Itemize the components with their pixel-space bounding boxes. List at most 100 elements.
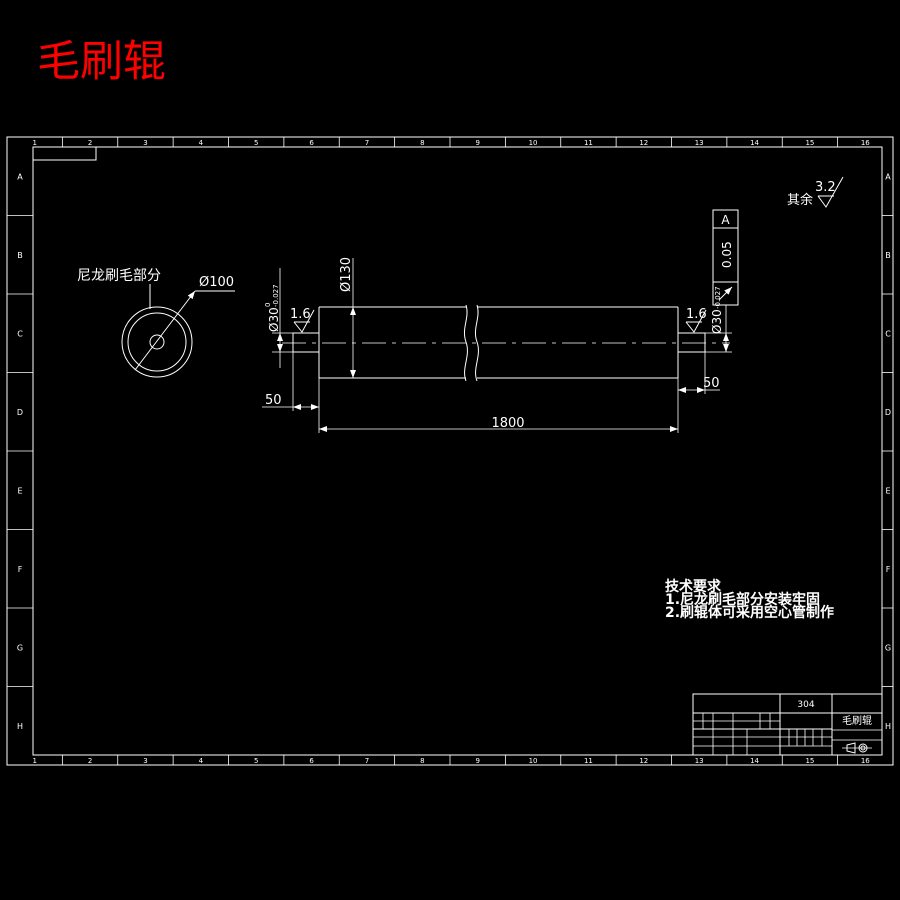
inner-border xyxy=(32,146,883,756)
drawing-frame: 1122334455667788991010111112121313141415… xyxy=(6,136,894,766)
zone-row-label-right: F xyxy=(886,565,891,574)
zone-row-label-right: H xyxy=(885,722,891,731)
zone-column-label-top: 9 xyxy=(475,139,479,147)
break-line-right xyxy=(474,304,479,382)
title-block-border xyxy=(692,693,883,756)
title-block: 304 毛刷辊 xyxy=(692,693,883,756)
zone-column-label-top: 2 xyxy=(88,139,92,147)
zone-row-label-left: B xyxy=(17,251,23,260)
zone-column-label-bottom: 8 xyxy=(420,757,424,765)
zone-column-label-bottom: 13 xyxy=(695,757,704,765)
zone-column-label-bottom: 2 xyxy=(88,757,92,765)
end-diameter-label: Ø100 xyxy=(199,275,234,290)
brush-outer-circle xyxy=(121,306,193,378)
right-shaft xyxy=(677,332,706,353)
dimensions: 1800 50 50 Ø130 Ø30 0 -0.027 Ø30 xyxy=(262,209,739,433)
runout-tolerance-value: 0.05 xyxy=(720,241,734,268)
left-shaft xyxy=(292,332,320,353)
zone-column-label-top: 3 xyxy=(143,139,147,147)
left-shaft-diameter-label: Ø30 0 -0.027 xyxy=(264,284,281,332)
right-shaft-diameter-label: Ø30 -0.027 xyxy=(710,286,724,334)
zone-row-label-left: G xyxy=(17,643,23,652)
projection-inner-circle xyxy=(860,745,866,751)
zone-column-label-bottom: 3 xyxy=(143,757,147,765)
zone-row-label-right: C xyxy=(885,329,891,338)
part-name-text: 毛刷辊 xyxy=(842,714,872,727)
corner-box xyxy=(32,146,97,161)
left-shaft-upper-tolerance: 0 xyxy=(264,303,272,307)
runout-arrow xyxy=(718,286,733,301)
brush-inner-circle xyxy=(127,312,187,372)
zone-column-label-bottom: 4 xyxy=(199,757,204,765)
length-dim-text: 1800 xyxy=(491,416,524,431)
roughness-check xyxy=(685,309,707,333)
left-shaft-length-text: 50 xyxy=(265,393,282,408)
zone-column-label-top: 1 xyxy=(32,139,36,147)
left-shaft-lower-tolerance: -0.027 xyxy=(272,284,280,307)
zone-column-label-bottom: 15 xyxy=(805,757,814,765)
zone-column-label-top: 8 xyxy=(420,139,424,147)
surface-roughness-icon xyxy=(293,309,315,333)
runout-tolerance-frame: A 0.05 xyxy=(712,209,739,306)
first-angle-projection-icon xyxy=(842,742,872,754)
zone-row-label-left: H xyxy=(17,722,23,731)
zone-row-label-right: A xyxy=(885,172,891,181)
left-shaft-diameter-text: Ø30 xyxy=(267,307,281,332)
material-text: 304 xyxy=(797,700,814,710)
technical-requirements: 技术要求 1.尼龙刷毛部分安装牢固 2.刷辊体可采用空心管制作 xyxy=(665,578,834,621)
zone-column-label-top: 12 xyxy=(639,139,648,147)
right-shaft-diameter-text: Ø30 xyxy=(710,309,724,334)
zone-ruler: 1122334455667788991010111112121313141415… xyxy=(7,137,893,765)
notes-heading: 技术要求 xyxy=(665,578,722,595)
zone-column-label-bottom: 7 xyxy=(365,757,369,765)
zone-column-label-bottom: 14 xyxy=(750,757,759,765)
zone-column-label-bottom: 12 xyxy=(639,757,648,765)
surface-roughness-icon xyxy=(817,176,844,208)
body-diameter-text: Ø130 xyxy=(339,257,354,292)
zone-row-label-left: A xyxy=(17,172,23,181)
end-view: 尼龙刷毛部分 Ø100 xyxy=(77,268,235,378)
zone-column-label-bottom: 5 xyxy=(254,757,258,765)
zone-column-label-top: 14 xyxy=(750,139,759,147)
projection-cone xyxy=(846,742,856,754)
zone-column-label-bottom: 1 xyxy=(32,757,36,765)
zone-column-label-top: 13 xyxy=(695,139,704,147)
zone-column-label-top: 7 xyxy=(365,139,369,147)
zone-row-label-left: F xyxy=(18,565,23,574)
surface-roughness-icon xyxy=(685,309,707,333)
break-line-left xyxy=(463,304,468,382)
tolerance-frame-box xyxy=(712,209,739,306)
general-roughness-value: 3.2 xyxy=(815,180,836,195)
zone-column-label-bottom: 10 xyxy=(529,757,538,765)
zone-row-label-left: C xyxy=(17,329,23,338)
zone-row-label-right: B xyxy=(885,251,891,260)
general-roughness-label: 其余 xyxy=(787,192,813,208)
zone-column-label-bottom: 11 xyxy=(584,757,593,765)
zone-row-label-right: D xyxy=(885,408,891,417)
datum-letter: A xyxy=(721,213,730,227)
zone-column-label-bottom: 16 xyxy=(861,757,870,765)
drawing-title: 毛刷辊 xyxy=(37,37,166,87)
zone-column-label-top: 5 xyxy=(254,139,258,147)
zone-column-label-top: 15 xyxy=(805,139,814,147)
zone-column-label-top: 11 xyxy=(584,139,593,147)
zone-row-label-left: D xyxy=(17,408,23,417)
zone-column-label-top: 16 xyxy=(861,139,870,147)
brush-label: 尼龙刷毛部分 xyxy=(77,268,161,284)
shaft-hole-circle xyxy=(149,334,165,350)
projection-outer-circle xyxy=(858,743,868,753)
right-shaft-lower-tolerance: -0.027 xyxy=(714,286,722,309)
circular-runout-icon xyxy=(718,286,733,301)
surface-roughness: 1.6 1.6 其余 3.2 xyxy=(290,176,844,333)
note-item: 1.尼龙刷毛部分安装牢固 xyxy=(665,591,820,608)
main-view xyxy=(282,304,730,382)
outer-border xyxy=(6,136,894,766)
zone-column-label-top: 10 xyxy=(529,139,538,147)
zone-column-label-top: 4 xyxy=(199,139,204,147)
zone-row-label-right: G xyxy=(885,643,891,652)
right-shaft-length-text: 50 xyxy=(703,376,720,391)
zone-column-label-bottom: 6 xyxy=(309,757,314,765)
roughness-check xyxy=(293,309,315,333)
zone-column-label-top: 6 xyxy=(309,139,314,147)
